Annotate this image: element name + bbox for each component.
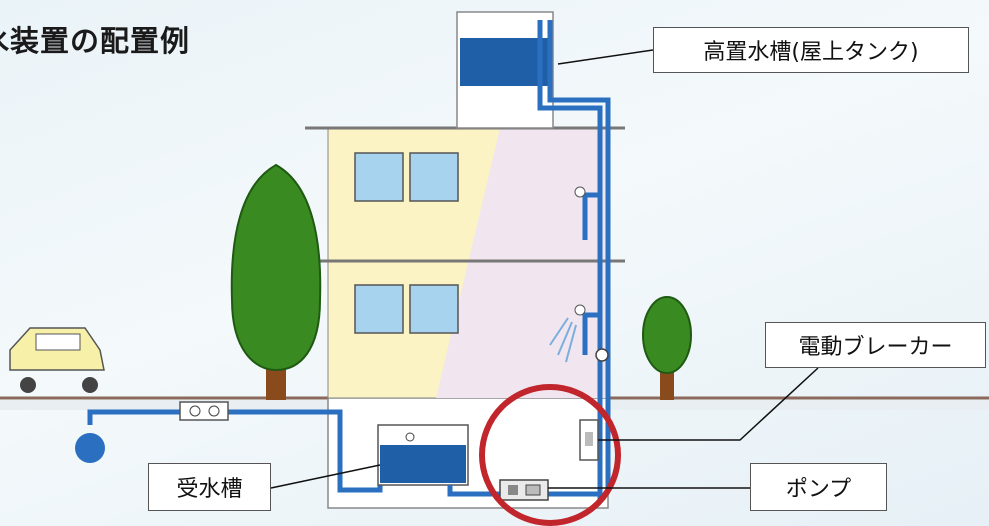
valve-icon: [595, 348, 609, 362]
leader-lines: [270, 49, 819, 489]
window: [409, 284, 459, 334]
breaker-switch: [585, 432, 593, 446]
pump-icon: [499, 479, 549, 501]
rooftop-tank-label: 高置水槽(屋上タンク): [653, 27, 969, 73]
tree-right: [642, 296, 692, 400]
meter-icon: [208, 405, 220, 417]
water-main: [75, 401, 383, 493]
pump-label: ポンプ: [750, 463, 887, 511]
breaker-label: 電動ブレーカー: [765, 322, 986, 368]
faucet-icon: [574, 304, 586, 316]
receiving-tank-water: [380, 445, 466, 483]
car-icon: [9, 327, 105, 393]
tree-left: [230, 163, 322, 400]
window: [354, 152, 404, 202]
water-spray-icon: [549, 317, 577, 363]
receiving-tank-label: 受水槽: [148, 463, 271, 511]
faucet-icon: [574, 186, 586, 198]
meter-icon: [189, 405, 201, 417]
diagram-title: 水装置の配置例: [0, 24, 191, 58]
windows: [354, 152, 459, 334]
float-valve-icon: [405, 432, 415, 442]
building-shade: [436, 128, 608, 398]
window: [354, 284, 404, 334]
window: [409, 152, 459, 202]
rooftop-tank-water: [460, 38, 550, 86]
riser-pipes: [537, 20, 611, 500]
highlight-circle: [479, 384, 621, 526]
